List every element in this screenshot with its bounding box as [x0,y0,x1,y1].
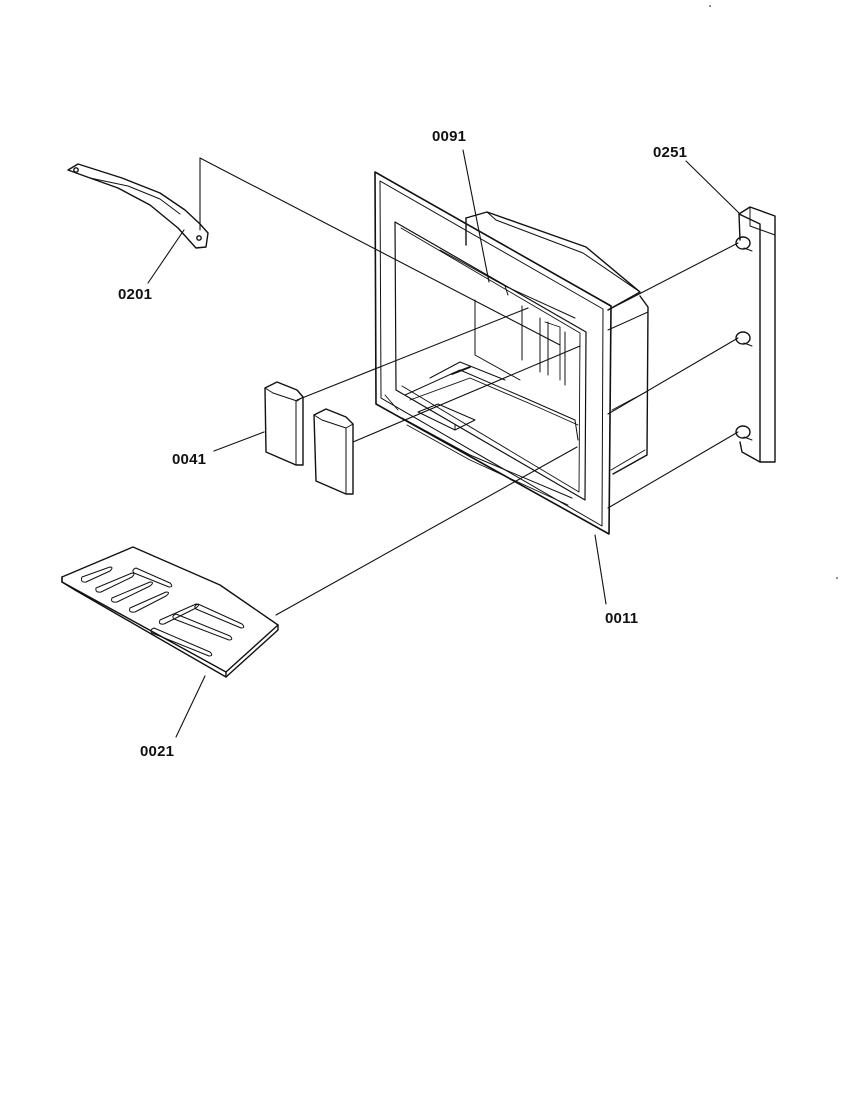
callout-leaders [147,149,740,738]
pad-right-0041 [313,408,354,495]
drip-grille-0021 [61,546,279,678]
speck [836,577,838,579]
leader-0041 [213,431,265,452]
callout-0041: 0041 [172,451,207,468]
callout-0021: 0021 [140,743,175,760]
assembly-lines [199,157,739,616]
leader-0021 [175,675,206,738]
callout-0201: 0201 [118,286,153,303]
side-rail-0251 [735,206,776,463]
dispenser-housing-0011 [374,171,649,535]
leader-0251 [685,160,740,214]
callout-0251: 0251 [653,144,688,161]
pad-left-0041 [264,381,304,466]
trim-strip-0201 [67,163,209,249]
callout-0091: 0091 [432,128,467,145]
leader-0201 [147,229,185,284]
callout-0011: 0011 [605,610,639,627]
leader-0091 [462,149,490,283]
speck [709,5,711,7]
leader-0011 [594,534,607,605]
